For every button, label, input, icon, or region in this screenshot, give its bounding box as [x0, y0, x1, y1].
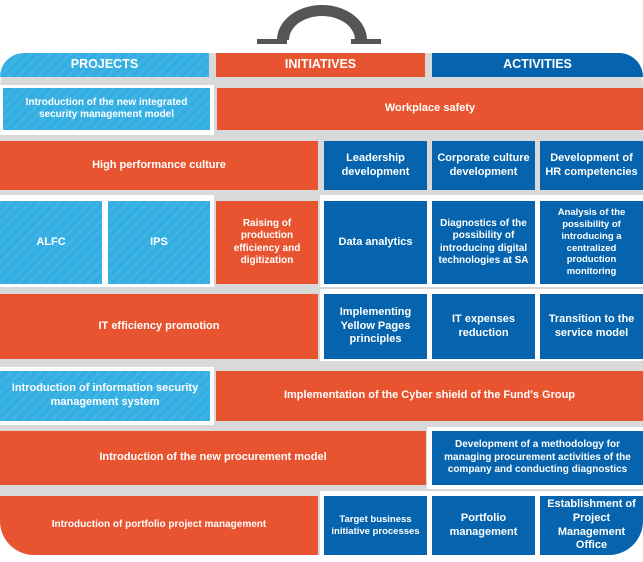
project-box: Introduction of information security man…: [0, 371, 210, 421]
activity-box: Leadership development: [324, 141, 427, 190]
project-box: ALFC: [0, 201, 102, 284]
activity-box: Data analytics: [324, 201, 427, 284]
initiative-box: Workplace safety: [217, 88, 643, 130]
header-initiatives: INITIATIVES: [216, 53, 425, 77]
activity-box: Diagnostics of the possibility of introd…: [432, 201, 535, 284]
activity-box: Implementing Yellow Pages principles: [324, 294, 427, 359]
header-projects: PROJECTS: [0, 53, 209, 77]
initiative-box: Raising of production efficiency and dig…: [216, 201, 318, 284]
activity-box: Analysis of the possibility of introduci…: [540, 201, 643, 284]
activity-box: Development of HR competencies: [540, 141, 643, 190]
header-activities: ACTIVITIES: [432, 53, 643, 77]
project-box: IPS: [108, 201, 210, 284]
initiative-box: High performance culture: [0, 141, 318, 190]
initiative-box: Introduction of the new procurement mode…: [0, 431, 426, 485]
activity-box: Transition to the service model: [540, 294, 643, 359]
activity-box: Establishment of Project Management Offi…: [540, 496, 643, 555]
briefcase-handle-icon: [257, 5, 381, 44]
project-box: Introduction of the new integrated secur…: [3, 88, 210, 130]
initiative-box: Introduction of portfolio project manage…: [0, 496, 318, 555]
activity-box: Portfolio management: [432, 496, 535, 555]
activity-box: Corporate culture development: [432, 141, 535, 190]
activity-box: IT expenses reduction: [432, 294, 535, 359]
activity-box: Target business initiative processes: [324, 496, 427, 555]
initiative-box: Implementation of the Cyber shield of th…: [216, 371, 643, 421]
activity-box: Development of a methodology for managin…: [432, 431, 643, 485]
initiative-box: IT efficiency promotion: [0, 294, 318, 359]
